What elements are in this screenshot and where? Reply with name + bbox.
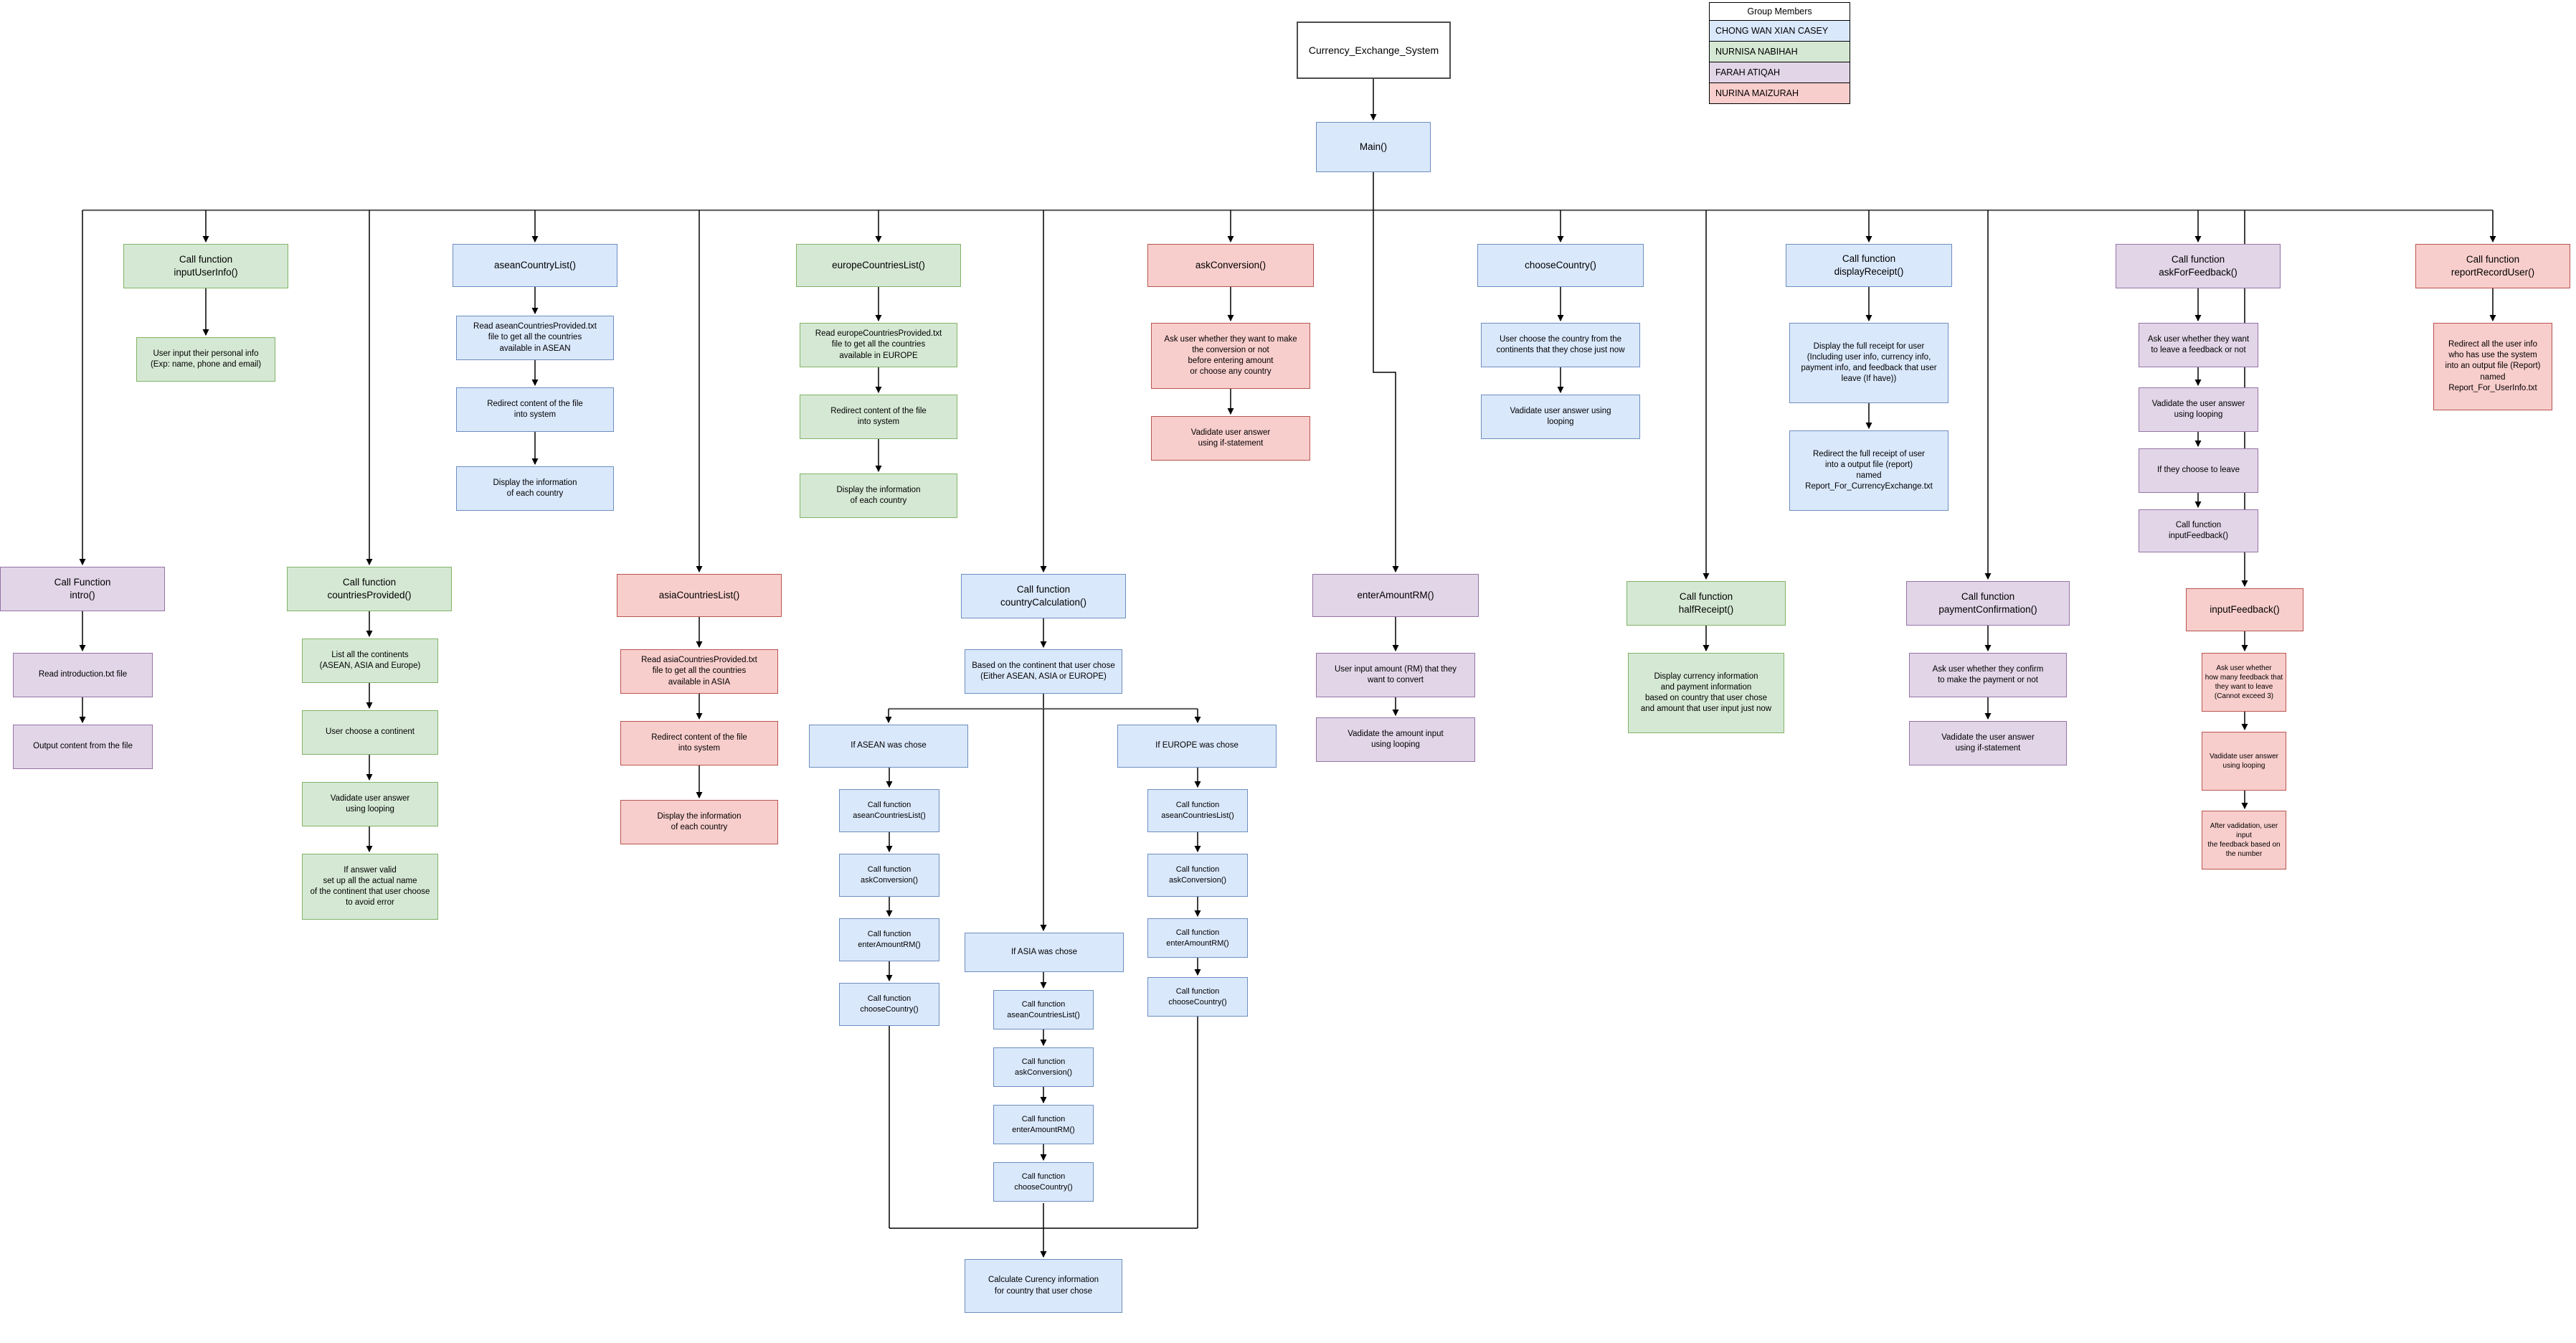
node-asia-call-4[interactable]: Call function chooseCountry() (993, 1162, 1094, 1202)
node-askConversion-header[interactable]: askConversion() (1147, 244, 1314, 287)
node-if-europe[interactable]: If EUROPE was chose (1117, 725, 1277, 768)
node-aseanCountryList-header[interactable]: aseanCountryList() (453, 244, 617, 287)
node-asia-call-3[interactable]: Call function enterAmountRM() (993, 1105, 1094, 1144)
legend-title: Group Members (1709, 2, 1850, 21)
node-askForFeedback-header[interactable]: Call function askForFeedback() (2116, 244, 2281, 288)
node-paymentConfirmation-step1[interactable]: Ask user whether they confirm to make th… (1909, 653, 2067, 697)
node-reportRecordUser-header[interactable]: Call function reportRecordUser() (2415, 244, 2570, 288)
node-if-asia[interactable]: If ASIA was chose (965, 933, 1124, 972)
node-reportRecordUser-step1[interactable]: Redirect all the user info who has use t… (2433, 323, 2552, 410)
node-intro-step2[interactable]: Output content from the file (13, 725, 153, 769)
node-asia-call-1[interactable]: Call function aseanCountriesList() (993, 990, 1094, 1029)
node-inputFeedback-header[interactable]: inputFeedback() (2186, 588, 2303, 631)
node-askForFeedback-step1[interactable]: Ask user whether they want to leave a fe… (2139, 323, 2258, 367)
node-inputUserInfo-step1[interactable]: User input their personal info (Exp: nam… (136, 337, 275, 382)
node-inputUserInfo-header[interactable]: Call function inputUserInfo() (123, 244, 288, 288)
node-europe-call-4[interactable]: Call function chooseCountry() (1147, 977, 1248, 1017)
node-enterAmountRM-step1[interactable]: User input amount (RM) that they want to… (1316, 653, 1475, 697)
legend-member-1[interactable]: CHONG WAN XIAN CASEY (1709, 20, 1850, 42)
node-askForFeedback-step2[interactable]: Vadidate the user answer using looping (2139, 387, 2258, 432)
node-europe-call-1[interactable]: Call function aseanCountriesList() (1147, 789, 1248, 832)
node-enterAmountRM-header[interactable]: enterAmountRM() (1312, 574, 1479, 617)
node-countriesProvided-step1[interactable]: List all the continents (ASEAN, ASIA and… (302, 638, 438, 683)
legend-member-3[interactable]: FARAH ATIQAH (1709, 62, 1850, 83)
node-europeCountriesList-step2[interactable]: Redirect content of the file into system (800, 395, 957, 439)
node-chooseCountry-step1[interactable]: User choose the country from the contine… (1481, 323, 1640, 367)
node-halfReceipt-header[interactable]: Call function halfReceipt() (1626, 581, 1786, 626)
node-inputFeedback-step2[interactable]: Vadidate user answer using looping (2202, 732, 2286, 791)
node-displayReceipt-header[interactable]: Call function displayReceipt() (1786, 244, 1952, 287)
node-countriesProvided-step3[interactable]: Vadidate user answer using looping (302, 782, 438, 826)
node-asean-call-2[interactable]: Call function askConversion() (839, 854, 939, 897)
node-enterAmountRM-step2[interactable]: Vadidate the amount input using looping (1316, 717, 1475, 762)
node-asiaCountriesList-step3[interactable]: Display the information of each country (620, 800, 778, 844)
node-asiaCountriesList-step1[interactable]: Read asiaCountriesProvided.txt file to g… (620, 649, 778, 694)
node-displayReceipt-step2[interactable]: Redirect the full receipt of user into a… (1789, 430, 1948, 511)
node-aseanCountryList-step1[interactable]: Read aseanCountriesProvided.txt file to … (456, 316, 614, 360)
node-asean-call-3[interactable]: Call function enterAmountRM() (839, 918, 939, 961)
node-europeCountriesList-step1[interactable]: Read europeCountriesProvided.txt file to… (800, 323, 957, 367)
node-intro-step1[interactable]: Read introduction.txt file (13, 653, 153, 697)
node-askForFeedback-step4[interactable]: Call function inputFeedback() (2139, 509, 2258, 552)
node-europeCountriesList-step3[interactable]: Display the information of each country (800, 473, 957, 518)
node-intro-header[interactable]: Call Function intro() (0, 567, 165, 611)
node-askForFeedback-step3[interactable]: If they choose to leave (2139, 448, 2258, 493)
node-europe-call-2[interactable]: Call function askConversion() (1147, 854, 1248, 897)
node-inputFeedback-step1[interactable]: Ask user whether how many feedback that … (2202, 653, 2286, 712)
node-chooseCountry-header[interactable]: chooseCountry() (1477, 244, 1644, 287)
node-countriesProvided-step4[interactable]: If answer valid set up all the actual na… (302, 854, 438, 920)
node-asiaCountriesList-step2[interactable]: Redirect content of the file into system (620, 721, 778, 765)
node-inputFeedback-step3[interactable]: After vadidation, user input the feedbac… (2202, 811, 2286, 870)
node-countryCalculation-header[interactable]: Call function countryCalculation() (961, 574, 1126, 618)
node-asiaCountriesList-header[interactable]: asiaCountriesList() (617, 574, 782, 617)
node-if-asean[interactable]: If ASEAN was chose (809, 725, 968, 768)
node-askConversion-step1[interactable]: Ask user whether they want to make the c… (1151, 323, 1310, 389)
node-paymentConfirmation-header[interactable]: Call function paymentConfirmation() (1906, 581, 2070, 626)
node-asia-call-2[interactable]: Call function askConversion() (993, 1047, 1094, 1087)
node-displayReceipt-step1[interactable]: Display the full receipt for user (Inclu… (1789, 323, 1948, 403)
node-main[interactable]: Main() (1316, 122, 1431, 172)
legend-member-4[interactable]: NURINA MAIZURAH (1709, 83, 1850, 104)
node-europeCountriesList-header[interactable]: europeCountriesList() (796, 244, 961, 287)
node-europe-call-3[interactable]: Call function enterAmountRM() (1147, 918, 1248, 958)
node-aseanCountryList-step3[interactable]: Display the information of each country (456, 466, 614, 511)
node-countriesProvided-header[interactable]: Call function countriesProvided() (287, 567, 452, 611)
legend-member-2[interactable]: NURNISA NABIHAH (1709, 41, 1850, 62)
node-chooseCountry-step2[interactable]: Vadidate user answer using looping (1481, 395, 1640, 439)
node-paymentConfirmation-step2[interactable]: Vadidate the user answer using if-statem… (1909, 721, 2067, 765)
node-root[interactable]: Currency_Exchange_System (1297, 22, 1451, 79)
node-askConversion-step2[interactable]: Vadidate user answer using if-statement (1151, 416, 1310, 461)
node-asean-call-4[interactable]: Call function chooseCountry() (839, 983, 939, 1026)
node-countryCalculation-step1[interactable]: Based on the continent that user chose (… (965, 649, 1122, 694)
edge-main-to-trunk-and-enterAmountRM (1373, 172, 1399, 572)
node-countriesProvided-step2[interactable]: User choose a continent (302, 710, 438, 755)
node-halfReceipt-step1[interactable]: Display currency information and payment… (1628, 653, 1784, 733)
node-asean-call-1[interactable]: Call function aseanCountriesList() (839, 789, 939, 832)
node-calculate-currency[interactable]: Calculate Curency information for countr… (965, 1259, 1122, 1313)
node-aseanCountryList-step2[interactable]: Redirect content of the file into system (456, 387, 614, 432)
